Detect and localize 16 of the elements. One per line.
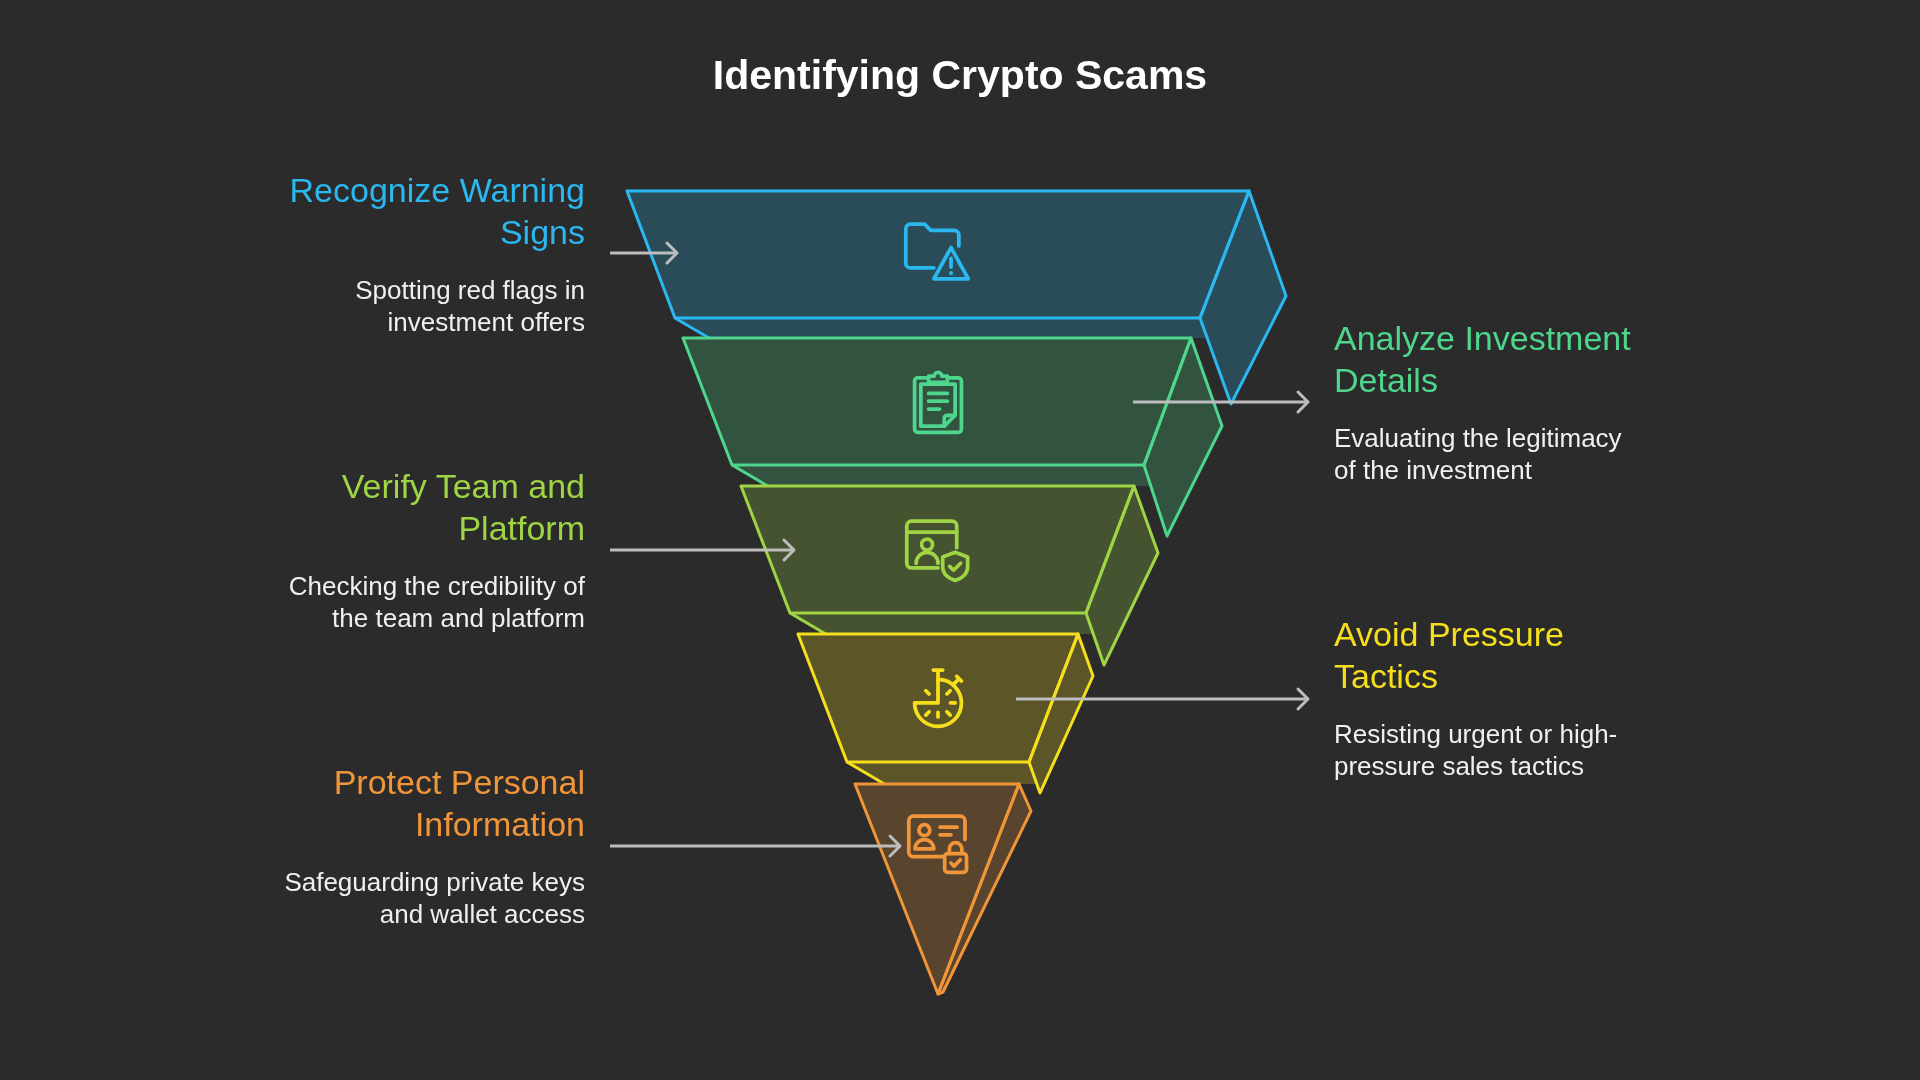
step-description: Spotting red flags in investment offers [354, 274, 585, 338]
arrow [610, 538, 796, 562]
arrow [1016, 687, 1310, 711]
diagram-title: Identifying Crypto Scams [712, 51, 1208, 100]
arrow [610, 241, 679, 265]
step-description: Safeguarding private keys and wallet access [283, 866, 585, 930]
step-description: Evaluating the legitimacy of the investment [1334, 422, 1623, 486]
step-title: Avoid Pressure Tactics [1334, 614, 1565, 697]
step-description: Checking the credibility of the team and platform [287, 570, 585, 634]
arrow [610, 834, 902, 858]
arrow [1133, 390, 1310, 414]
step-description: Resisting urgent or high-pressure sales tactics [1334, 718, 1619, 782]
step-title: Analyze Investment Details [1334, 318, 1632, 401]
step-title: Verify Team and Platform [340, 466, 585, 549]
step-title: Protect Personal Information [332, 762, 585, 845]
step-title: Recognize Warning Signs [288, 170, 585, 253]
